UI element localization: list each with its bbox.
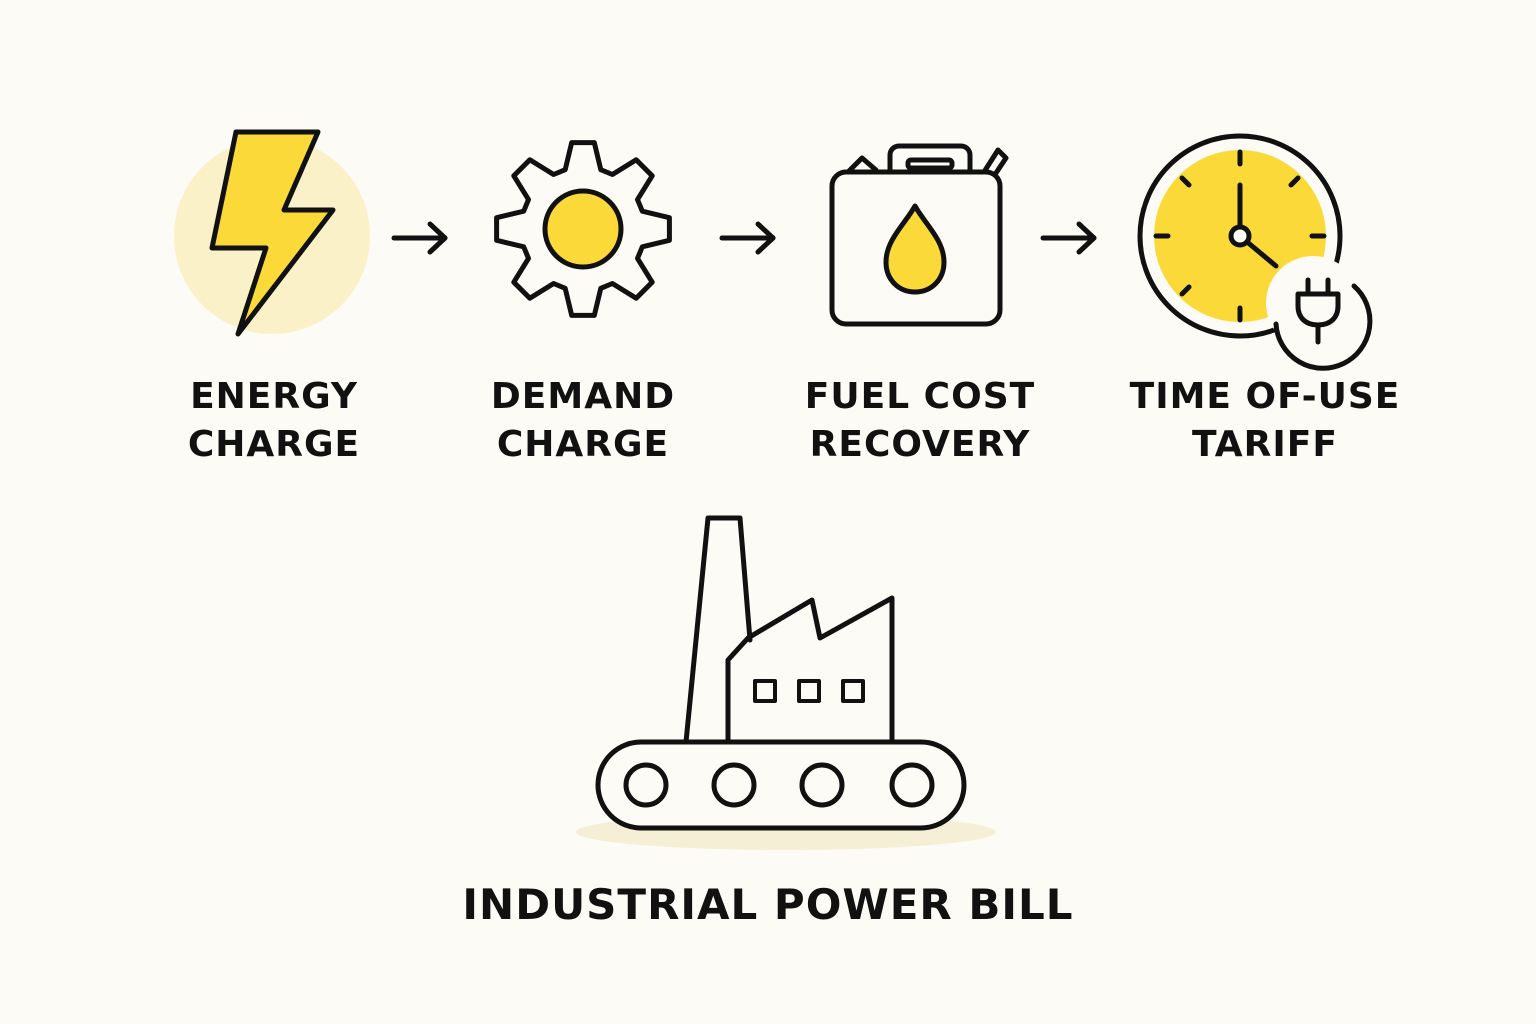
step-label-line: TARIFF [1192,424,1338,465]
clock-plug-icon [1137,133,1373,371]
step-label-energy-charge: ENERGY CHARGE [174,373,374,469]
step-label-line: CHARGE [187,424,361,465]
step-label-line: FUEL COST [804,376,1036,417]
step-label-time-of-use-tariff: TIME OF-USE TARIFF [1115,373,1415,469]
diagram-title: INDUSTRIAL POWER BILL [462,880,1074,929]
arrow-right-icon [391,221,448,255]
step-label-line: TIME OF-USE [1129,376,1401,417]
step-label-fuel-cost-recovery: FUEL COST RECOVERY [790,373,1050,469]
factory-conveyor-icon [576,515,996,850]
lightning-bolt-icon [174,129,370,337]
arrow-right-icon [1040,221,1097,255]
arrow-right-icon [719,221,776,255]
step-label-line: RECOVERY [809,424,1031,465]
step-label-line: DEMAND [490,376,676,417]
step-label-line: CHARGE [496,424,670,465]
gear-icon [494,140,672,318]
step-label-line: ENERGY [190,376,358,417]
fuel-can-icon [829,143,1009,327]
step-label-demand-charge: DEMAND CHARGE [473,373,693,469]
